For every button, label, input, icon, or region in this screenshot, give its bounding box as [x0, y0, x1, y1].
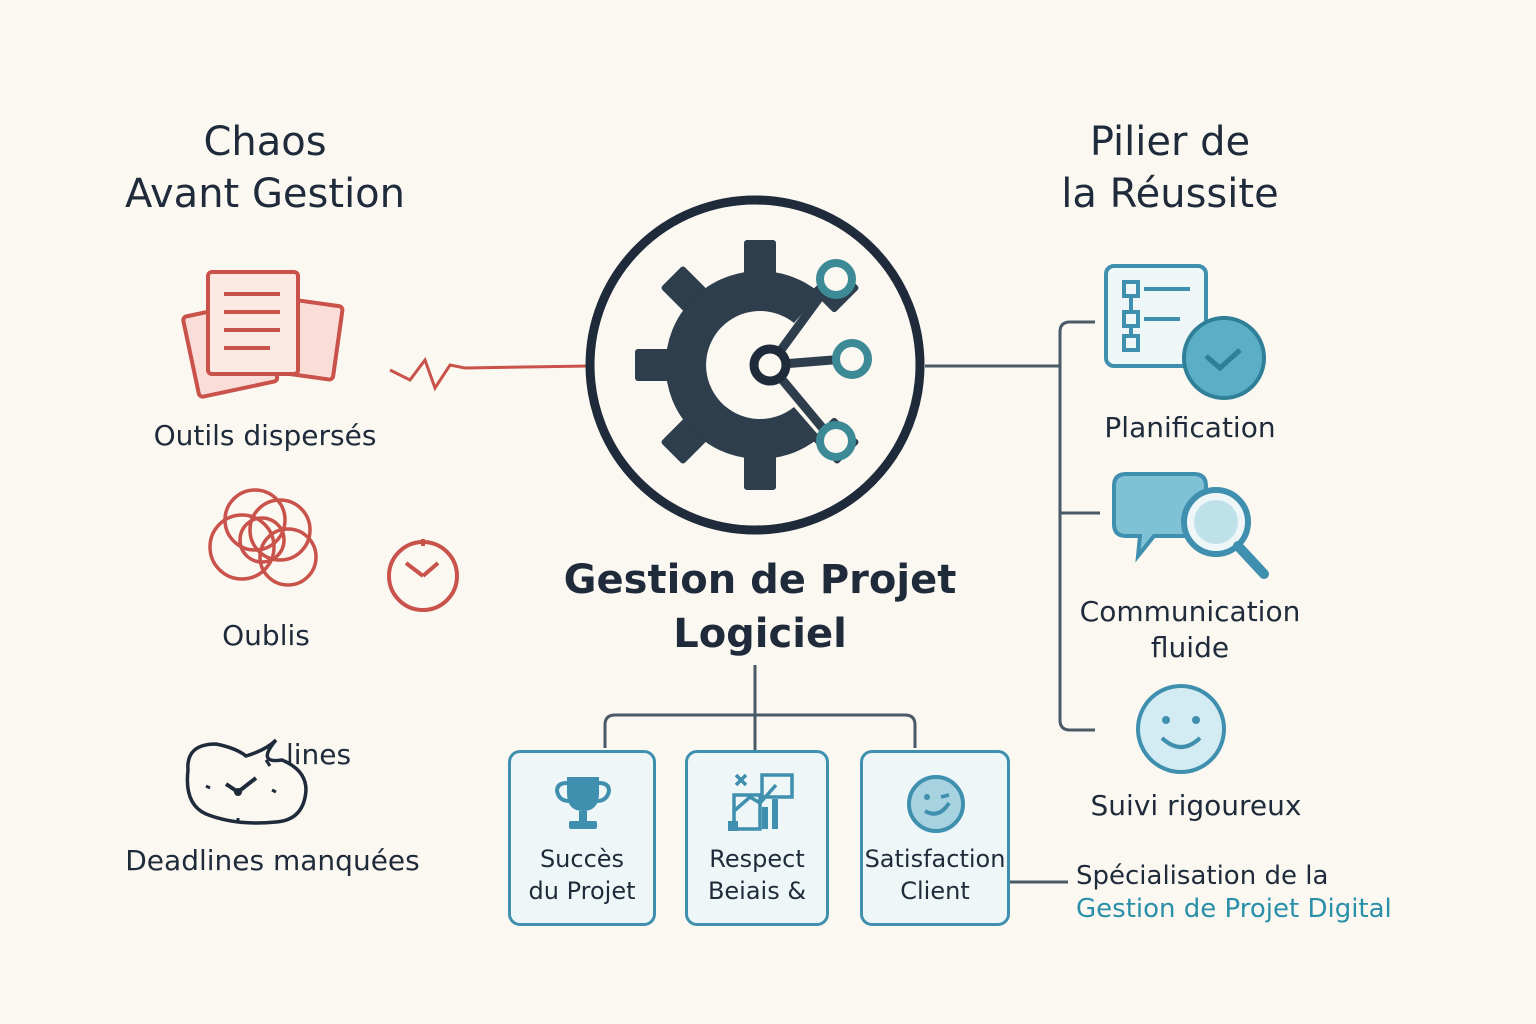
scattered-tools-label: Outils dispersés	[153, 419, 377, 452]
chaos-heading: Chaos Avant Gestion	[100, 116, 430, 220]
specialization-line2: Gestion de Projet Digital	[1076, 894, 1392, 924]
tree-branches	[603, 713, 917, 748]
card-project-success-line2: du Projet	[528, 877, 636, 905]
communication-label-line1: Communication	[1079, 595, 1301, 628]
central-title: Gestion de Projet Logiciel	[530, 553, 990, 661]
card-deadline-respect-text: Respect Beiais &	[688, 843, 826, 907]
specialization-line1: Spécialisation de la	[1076, 861, 1329, 891]
card-project-success: Succès du Projet	[508, 750, 656, 926]
specialization-note: Spécialisation de la Gestion de Projet D…	[1076, 860, 1436, 926]
card-deadline-respect: Respect Beiais &	[685, 750, 829, 926]
planning-label: Planification	[1104, 411, 1276, 444]
missed-deadlines-label: Deadlines manquées	[125, 844, 420, 877]
card-deadline-respect-line2: Beiais &	[707, 877, 807, 905]
forgetting-label: Oublis	[222, 619, 310, 652]
card-project-success-text: Succès du Projet	[511, 843, 653, 907]
chaos-heading-line1: Chaos	[203, 119, 327, 165]
planning-checklist-icon	[1104, 264, 1266, 400]
card-deadline-respect-line1: Respect	[709, 845, 805, 873]
scattered-documents-icon	[181, 270, 345, 399]
card-client-satisfaction-text: Satisfaction Client	[863, 843, 1007, 907]
dashboard-chart-icon	[728, 773, 794, 831]
communication-label: Communication fluide	[1060, 594, 1320, 666]
clock-icon	[387, 539, 459, 612]
chat-search-icon	[1112, 472, 1269, 579]
pillar-heading: Pilier de la Réussite	[1010, 116, 1330, 220]
tangled-loops-icon	[208, 488, 318, 587]
card-client-satisfaction-line2: Client	[900, 877, 970, 905]
chaos-connector	[389, 356, 591, 392]
trophy-icon	[554, 777, 612, 829]
gear-network-icon	[585, 195, 925, 535]
melting-clock-icon	[185, 738, 308, 825]
card-client-satisfaction-line1: Satisfaction	[864, 845, 1006, 873]
card-project-success-line1: Succès	[539, 845, 625, 873]
pillar-heading-line2: la Réussite	[1061, 171, 1279, 217]
pillar-bracket	[1058, 320, 1095, 732]
wink-face-icon	[907, 775, 965, 833]
smiley-face-icon	[1136, 684, 1226, 774]
pillar-heading-line1: Pilier de	[1089, 119, 1251, 165]
card-client-satisfaction: Satisfaction Client	[860, 750, 1010, 926]
rigorous-tracking-label: Suivi rigoureux	[1090, 789, 1302, 822]
communication-label-line2: fluide	[1150, 631, 1230, 664]
central-title-line2: Logiciel	[673, 611, 847, 657]
central-title-line1: Gestion de Projet	[563, 557, 957, 603]
melting-clock-text: lines	[286, 738, 352, 771]
chaos-heading-line2: Avant Gestion	[124, 171, 406, 217]
